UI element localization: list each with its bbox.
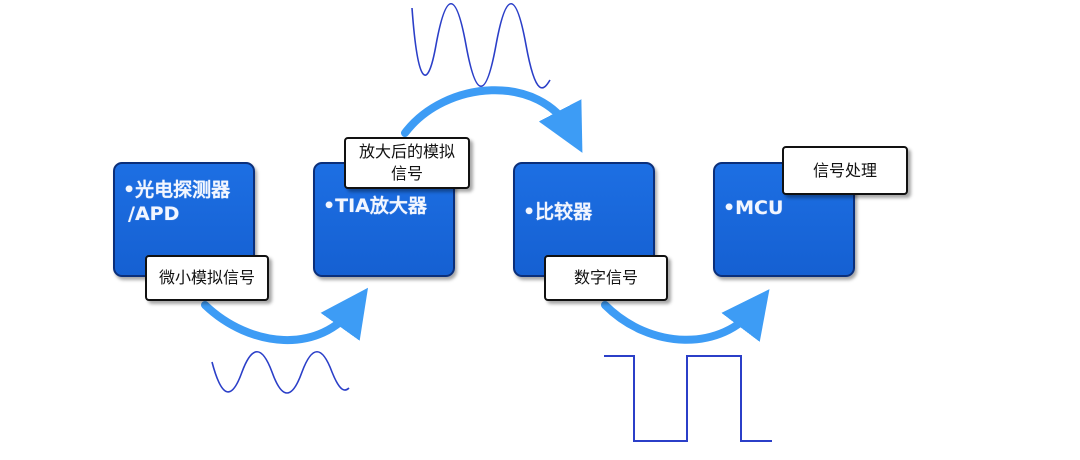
comparator-block-label: •比较器 — [523, 201, 593, 223]
weak-analog-signal-label: 微小模拟信号 — [145, 255, 269, 301]
photodetector-block-line-2: /APD — [128, 203, 180, 225]
amplified-sine-waveform — [411, 2, 551, 89]
digital-signal-text: 数字信号 — [573, 268, 638, 287]
flow-arrow-apd-to-tia — [201, 287, 369, 344]
weak-sine-waveform — [211, 351, 350, 394]
signal-processing-text: 信号处理 — [812, 160, 877, 180]
signal-processing-label: 信号处理 — [782, 146, 908, 195]
amplified-signal-text-line-2: 信号 — [390, 164, 423, 183]
amplified-signal-text-line-1: 放大后的模拟 — [358, 142, 455, 161]
mcu-block-label: •MCU — [723, 197, 784, 219]
amplified-analog-signal-label: 放大后的模拟 信号 — [344, 137, 470, 189]
flow-arrow-comparator-to-mcu — [601, 289, 770, 344]
digital-square-waveform — [604, 355, 772, 442]
tia-block-label: •TIA放大器 — [323, 195, 427, 217]
weak-analog-signal-text: 微小模拟信号 — [158, 268, 255, 287]
photodetector-block-line-1: •光电探测器 — [123, 179, 231, 201]
flow-arrow-tia-to-comparator — [401, 86, 583, 153]
digital-signal-label: 数字信号 — [544, 255, 668, 301]
